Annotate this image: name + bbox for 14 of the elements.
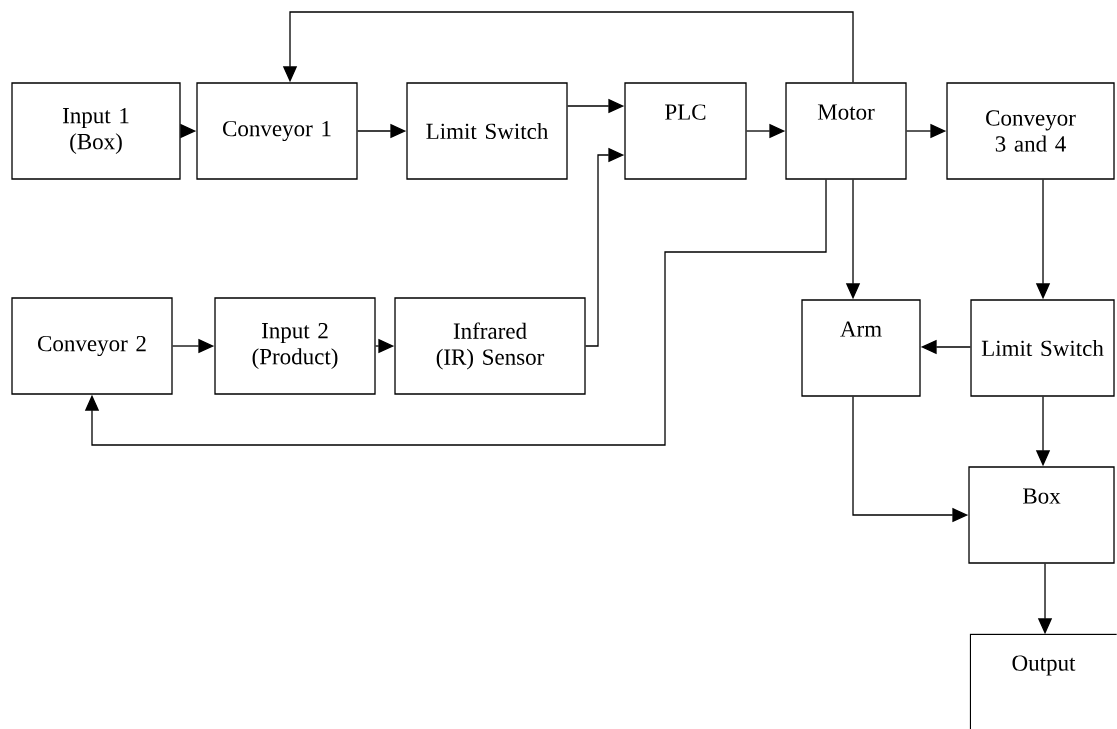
process-box: Motor: [785, 82, 907, 180]
process-box: Input 2 (Product): [214, 297, 376, 395]
process-box: PLC: [624, 82, 747, 180]
arrow: [84, 179, 827, 446]
process-box: Conveyor 2: [11, 297, 173, 395]
process-box: Arm: [801, 299, 921, 397]
process-box: Infrared (IR) Sensor: [394, 297, 586, 395]
process-box: Input 1 (Box): [11, 82, 181, 180]
process-box: Conveyor 1: [196, 82, 358, 180]
process-box: Limit Switch: [970, 299, 1115, 397]
process-box: Box: [968, 466, 1115, 564]
process-box: Output: [969, 633, 1117, 729]
process-box: Conveyor 3 and 4: [946, 82, 1115, 180]
process-box: Limit Switch: [406, 82, 568, 180]
